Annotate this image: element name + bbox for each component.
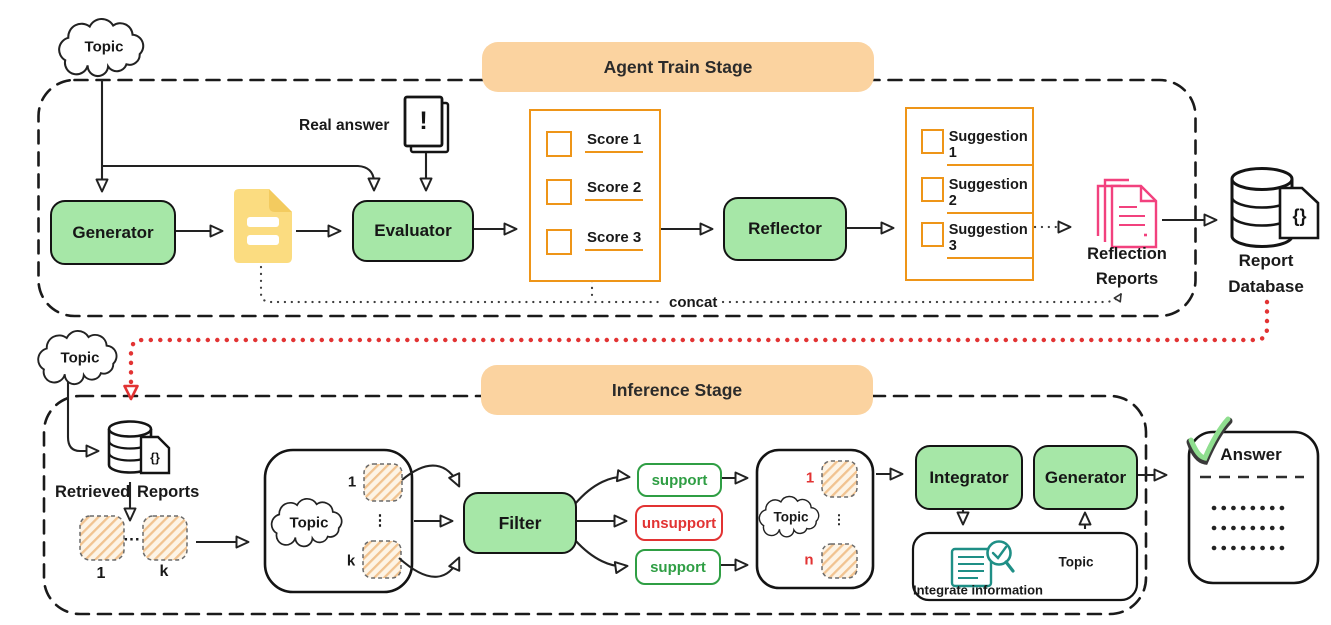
suggestion-checkbox (921, 129, 944, 154)
score-row: Score 3 (546, 229, 644, 255)
integrate-info-box (911, 531, 1139, 602)
dotted-concat-to-reports (721, 292, 1123, 304)
support-pill-top: support (637, 463, 722, 497)
filtered-box (755, 448, 875, 590)
train-stage-banner: Agent Train Stage (482, 42, 874, 92)
report-database-icon (1230, 167, 1320, 248)
score-label: Score 1 (585, 131, 644, 153)
generator-box-train: Generator (50, 200, 176, 265)
topic-label-train: Topic (84, 38, 124, 56)
answer-title: Answer (1220, 445, 1282, 464)
score-row: Score 2 (546, 179, 644, 205)
context-chip-1 (363, 463, 403, 502)
context-index-1: 1 (347, 473, 357, 491)
json-doc-glyph-inference: {} (150, 451, 160, 465)
generator-box-inference: Generator (1033, 445, 1138, 510)
retrieved-label-word1: Retrieved (55, 483, 131, 501)
filtered-ellipsis: ⋮ (832, 512, 846, 527)
retrieved-label-word2: Reports (137, 483, 200, 501)
score-checkbox (546, 229, 572, 255)
report-database-line1: Report (1238, 251, 1294, 270)
flow-arrows (66, 80, 1218, 578)
filtered-chip-n (821, 543, 858, 579)
context-ellipsis: ⋮ (372, 512, 388, 529)
report-database-label: Report Database (1228, 248, 1304, 299)
reflection-reports-line2: Reports (1095, 269, 1159, 288)
score-checkbox (546, 131, 572, 157)
topic-label-integrate-box: Topic (1058, 554, 1094, 570)
support-pill-bottom: support (635, 549, 721, 585)
arrow-topic-to-evaluator (102, 164, 381, 192)
answer-card (1186, 416, 1320, 585)
score-checkbox (546, 179, 572, 205)
evaluator-box: Evaluator (352, 200, 474, 262)
topic-label-filtered-box: Topic (773, 509, 809, 525)
concat-dotted-lines (259, 220, 1123, 304)
arrow-filter-to-support1 (574, 469, 631, 505)
arrow-topic-to-retrieved-db (66, 382, 100, 458)
suggestion-row: Suggestion 1 (921, 129, 1032, 166)
arrow-context-top-to-filter (401, 464, 461, 488)
filtered-index-n: n (804, 551, 814, 569)
chip-index-1: 1 (96, 565, 106, 582)
reflection-reports-line1: Reflection (1087, 245, 1167, 263)
reflector-box: Reflector (723, 197, 847, 261)
report-chips (79, 460, 858, 579)
chip-index-k: k (159, 563, 169, 580)
integrate-information-label: Integrate information (912, 582, 1044, 598)
filtered-index-1: 1 (805, 469, 815, 487)
exclamation-icon: ! (419, 107, 428, 135)
filter-box: Filter (463, 492, 577, 554)
report-chip-k (142, 515, 188, 561)
suggestion-label: Suggestion 2 (946, 177, 1032, 214)
dotted-draft-to-concat (259, 265, 661, 304)
train-stage-border (37, 78, 1197, 318)
reflection-reports-label: Reflection Reports (1087, 242, 1167, 292)
report-database-line2: Database (1228, 276, 1304, 296)
red-dotted-database-link (123, 299, 1270, 401)
concat-label: concat (666, 294, 721, 311)
score-row: Score 1 (546, 131, 644, 157)
suggestion-checkbox (921, 222, 944, 247)
suggestion-panel: Suggestion 1 Suggestion 2 Suggestion 3 (905, 107, 1034, 281)
topic-label-context-box: Topic (289, 514, 329, 532)
reflection-reports-icon (1096, 178, 1158, 249)
score-panel: Score 1 Score 2 Score 3 (529, 109, 661, 282)
suggestion-label: Suggestion 3 (946, 222, 1032, 259)
context-index-k: k (346, 552, 356, 570)
suggestion-row: Suggestion 3 (921, 222, 1032, 259)
arrow-filter-to-support2 (574, 539, 629, 574)
arrow-context-bottom-to-filter (398, 556, 461, 578)
integrate-info-icon (950, 540, 1015, 588)
suggestion-row: Suggestion 2 (921, 177, 1032, 214)
context-box (263, 448, 414, 594)
integrator-box: Integrator (915, 445, 1023, 510)
report-chip-1 (79, 515, 125, 561)
suggestion-label: Suggestion 1 (946, 129, 1032, 166)
inference-stage-banner: Inference Stage (481, 365, 873, 415)
real-answer-icon (403, 95, 450, 154)
score-label: Score 2 (585, 179, 644, 201)
context-chip-k (362, 540, 402, 579)
suggestion-checkbox (921, 177, 944, 202)
real-answer-label: Real answer (299, 117, 390, 134)
json-doc-glyph-train: {} (1292, 205, 1307, 226)
filtered-chip-1 (821, 460, 858, 498)
score-label: Score 3 (585, 229, 644, 251)
topic-label-inference: Topic (60, 349, 100, 367)
chip-ellipsis: ··· (123, 530, 141, 549)
retrieved-database-icon (107, 420, 171, 475)
draft-document-icon (234, 189, 292, 263)
unsupport-pill: unsupport (635, 505, 723, 541)
